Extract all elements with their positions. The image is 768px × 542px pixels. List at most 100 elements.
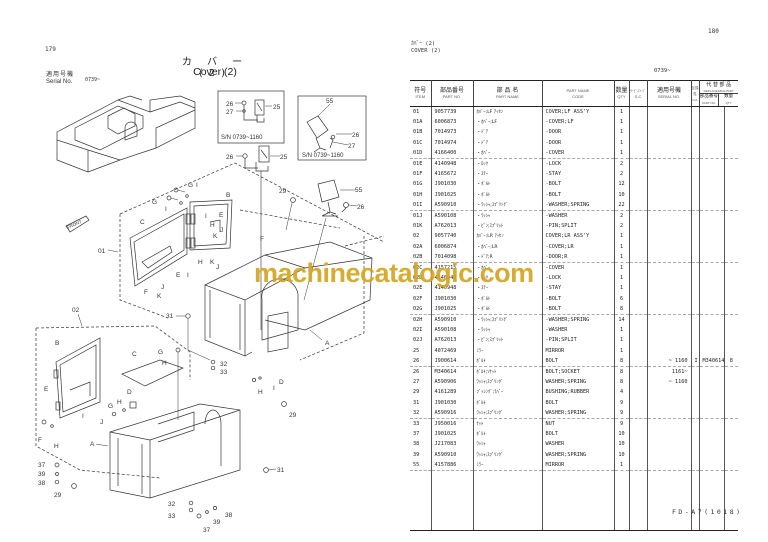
replaceable-part-no-cell [698, 428, 725, 439]
part-name-code-cell: COVER;LR ASS'Y [541, 231, 615, 242]
item-cell: 01C [410, 137, 432, 149]
part-name-code-cell: COVER;LF ASS'Y [541, 106, 615, 117]
qty-cell: 1 [613, 148, 630, 159]
svg-text:37: 37 [38, 462, 46, 469]
replaceable-part-no-cell [698, 106, 725, 117]
svg-text:G: G [152, 199, 157, 206]
service-code-cell [628, 449, 648, 460]
item-cell: 01K [410, 220, 432, 232]
serial-no-cell [646, 148, 692, 159]
service-code-cell [628, 459, 648, 471]
serial-range: 0739~ [654, 68, 671, 74]
service-code-cell [628, 179, 648, 190]
part-name-jp-cell: ・ﾎﾞﾙﾄ [472, 179, 543, 190]
replaceable-qty-cell [723, 366, 739, 377]
item-cell: 01B [410, 127, 432, 138]
part-no-cell: A590916 [430, 407, 474, 419]
item-cell: 32 [410, 407, 432, 419]
part-no-cell: 7014973 [430, 127, 474, 138]
svg-text:37: 37 [203, 527, 211, 534]
svg-text:29: 29 [54, 492, 62, 499]
service-code-cell [628, 366, 648, 377]
replaceable-qty-cell [723, 418, 739, 429]
service-code-cell [628, 387, 648, 398]
svg-text:K: K [213, 233, 218, 240]
service-code-cell [628, 200, 648, 211]
ica-cell [690, 293, 700, 304]
qty-cell: 2 [613, 210, 630, 221]
ica-cell [690, 241, 700, 252]
part-no-cell: 6006874 [430, 241, 474, 252]
part-no-cell: 4140948 [430, 158, 474, 169]
serial-no-cell [646, 303, 692, 315]
replaceable-qty-cell [723, 106, 739, 117]
replaceable-qty-cell [723, 376, 739, 388]
part-no-cell: A590108 [430, 324, 474, 336]
ica-cell [690, 179, 700, 190]
part-name-code-cell: -BOLT [541, 189, 615, 201]
svg-text:27: 27 [226, 109, 234, 116]
part-no-cell: 7014974 [430, 137, 474, 149]
part-name-code-cell: BUSHING;RUBBER [541, 387, 615, 398]
part-name-code-cell: NUT [541, 418, 615, 429]
replaceable-qty-cell [723, 303, 739, 315]
ica-cell [690, 168, 700, 180]
replaceable-part-no-cell [698, 324, 725, 336]
replaceable-part-no-cell [698, 241, 725, 252]
qty-cell: 1 [613, 241, 630, 252]
qty-cell: 2 [613, 168, 630, 180]
service-code-cell [628, 106, 648, 117]
part-name-code-cell: -PIN;SPLIT [541, 335, 615, 346]
replaceable-qty-cell [723, 272, 739, 284]
part-no-cell: A590108 [430, 210, 474, 221]
item-cell: 37 [410, 428, 432, 439]
part-no-cell: J901025 [430, 303, 474, 315]
part-no-cell: 4165672 [430, 168, 474, 180]
part-no-cell: A590906 [430, 376, 474, 388]
qty-cell: 1 [613, 345, 630, 356]
ica-cell [690, 418, 700, 429]
svg-text:C: C [132, 351, 137, 358]
serial-no-cell [646, 293, 692, 304]
replaceable-qty-cell [723, 262, 739, 273]
qty-cell: 1 [613, 262, 630, 273]
svg-text:33: 33 [168, 513, 176, 520]
serial-no-cell [646, 116, 692, 128]
replaceable-part-no-cell [698, 387, 725, 398]
item-cell: 33 [410, 418, 432, 429]
part-no-cell: A590910 [430, 314, 474, 325]
replaceable-qty-cell [723, 439, 739, 450]
qty-cell: 10 [613, 449, 630, 460]
replaceable-part-no-cell [698, 262, 725, 273]
part-no-cell: 9057739 [430, 106, 474, 117]
item-cell: 25 [410, 345, 432, 356]
ica-cell [690, 137, 700, 149]
ica-cell: I [690, 355, 700, 367]
ica-cell [690, 303, 700, 315]
part-name-code-cell: WASHER;SPRING [541, 407, 615, 419]
svg-text:27: 27 [348, 143, 356, 150]
service-code-cell [628, 231, 648, 242]
item-cell: 01 [410, 106, 432, 117]
part-name-code-cell: -WASHER;SPRING [541, 314, 615, 325]
serial-no-cell [646, 397, 692, 408]
service-code-cell [628, 418, 648, 429]
item-cell: 02 [410, 231, 432, 242]
replaceable-qty-cell [723, 449, 739, 460]
replaceable-part-no-cell [698, 376, 725, 388]
qty-cell: 4 [613, 387, 630, 398]
svg-text:J: J [100, 419, 103, 426]
part-name-jp-cell: ・ﾎﾞﾙﾄ [472, 189, 543, 201]
part-name-code-cell: WASHER;SPRING [541, 376, 615, 388]
replaceable-qty-cell [723, 241, 739, 252]
part-no-cell: A762013 [430, 335, 474, 346]
qty-cell: 1 [613, 335, 630, 346]
replaceable-qty-cell [723, 335, 739, 346]
part-no-cell: 6006873 [430, 116, 474, 128]
